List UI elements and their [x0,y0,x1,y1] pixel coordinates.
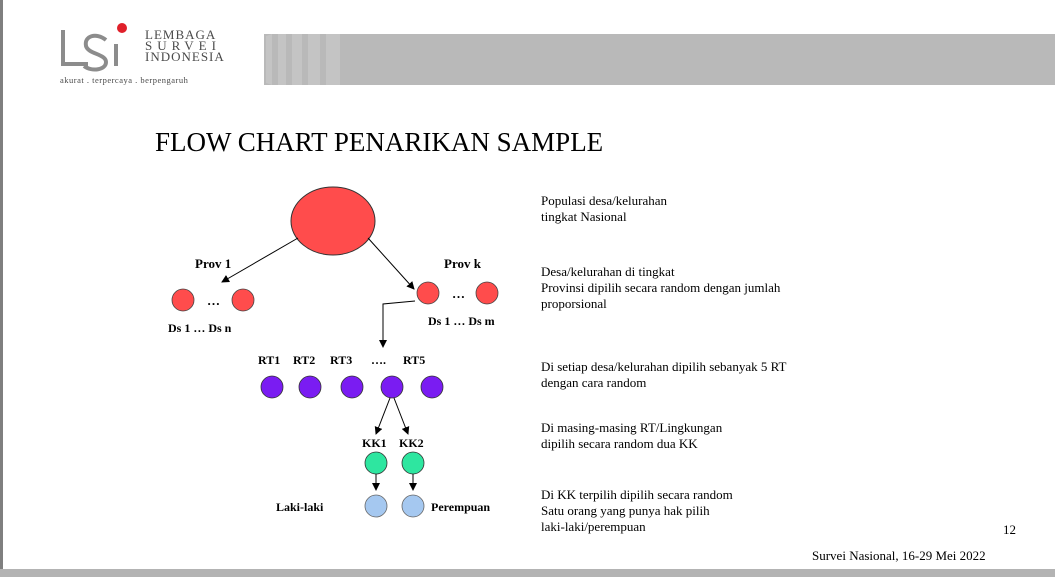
header-stripes [266,34,340,85]
rt-node-5 [420,375,444,399]
kk1-node [364,451,388,475]
footer-survey-info: Survei Nasional, 16-29 Mei 2022 [812,548,986,563]
prov1-ellipsis: … [207,293,220,308]
ds-right-label: Ds 1 … Ds m [428,314,495,328]
description-rt: Di setiap desa/kelurahan dipilih sebanya… [541,359,787,390]
description-respondent: Di KK terpilih dipilih secara random Sat… [541,487,733,534]
provk-village-last [475,281,499,305]
description-kk: Di masing-masing RT/Lingkungan dipilih s… [541,420,723,451]
rt-label-2: RT2 [293,353,315,367]
slide-title: FLOW CHART PENARIKAN SAMPLE [155,127,604,157]
rt-label-5: RT5 [403,353,425,367]
description-national: Populasi desa/kelurahan tingkat Nasional [541,193,667,224]
rt-node-3 [340,375,364,399]
logo-tagline: akurat . terpercaya . berpengaruh [60,75,189,85]
kk2-label: KK2 [399,436,424,450]
provk-ellipsis: … [452,286,465,301]
male-label: Laki-laki [276,500,324,514]
rt-label-1: RT1 [258,353,280,367]
rt-node-1 [260,375,284,399]
arrow-to-rt [379,300,416,348]
arrow-to-kk2 [393,397,410,435]
prov1-village-last [231,288,255,312]
prov1-label: Prov 1 [195,256,231,271]
rt-label-3: RT3 [330,353,352,367]
slide-bottom-border [0,569,1055,577]
logo-line-1: LEMBAGA [145,27,217,42]
logo-line-2: SURVEI [145,38,221,53]
lsi-logo-icon [61,23,127,72]
ds-left-label: Ds 1 … Ds n [168,321,232,335]
male-respondent-node [364,494,388,518]
logo-wordmark: LEMBAGA SURVEI INDONESIA [145,27,225,64]
description-province: Desa/kelurahan di tingkat Provinsi dipil… [541,264,781,311]
provk-label: Prov k [444,256,482,271]
arrow-to-provk [367,237,415,290]
provk-village-first [416,281,440,305]
kk2-node [401,451,425,475]
prov1-village-first [171,288,195,312]
national-population-node [290,186,376,256]
sampling-flow-diagram: Prov 1 Prov k … Ds 1 … Ds n … Ds 1 … Ds … [168,186,499,518]
logo-line-3: INDONESIA [145,49,225,64]
rt-node-4 [380,375,404,399]
header-bar [264,34,1055,85]
rt-label-4: …. [371,353,386,367]
arrow-to-prov1 [221,237,299,283]
rt-node-2 [298,375,322,399]
female-respondent-node [401,494,425,518]
page-number: 12 [1003,522,1016,537]
arrow-to-kk1 [374,397,391,435]
kk1-label: KK1 [362,436,387,450]
female-label: Perempuan [431,500,490,514]
slide-left-border [0,0,3,577]
